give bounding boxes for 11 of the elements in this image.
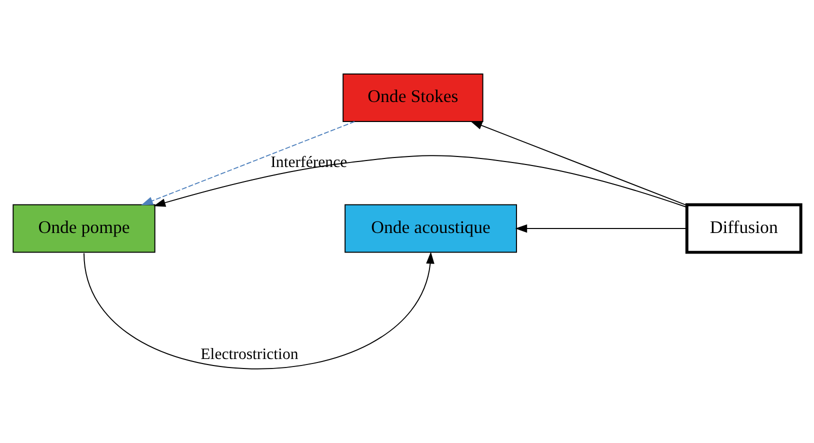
arrow	[515, 224, 688, 233]
edge-label: Interférence	[270, 154, 348, 171]
node-box: Diffusion	[685, 203, 802, 254]
node-box: Onde pompe	[12, 204, 156, 253]
edge-label: Electrostriction	[200, 346, 298, 364]
arrow	[141, 121, 356, 206]
node-box: Onde acoustique	[344, 204, 517, 253]
node-box: Onde Stokes	[342, 73, 484, 122]
arrow	[154, 155, 688, 208]
arrow	[84, 252, 434, 370]
arrow	[470, 121, 688, 206]
